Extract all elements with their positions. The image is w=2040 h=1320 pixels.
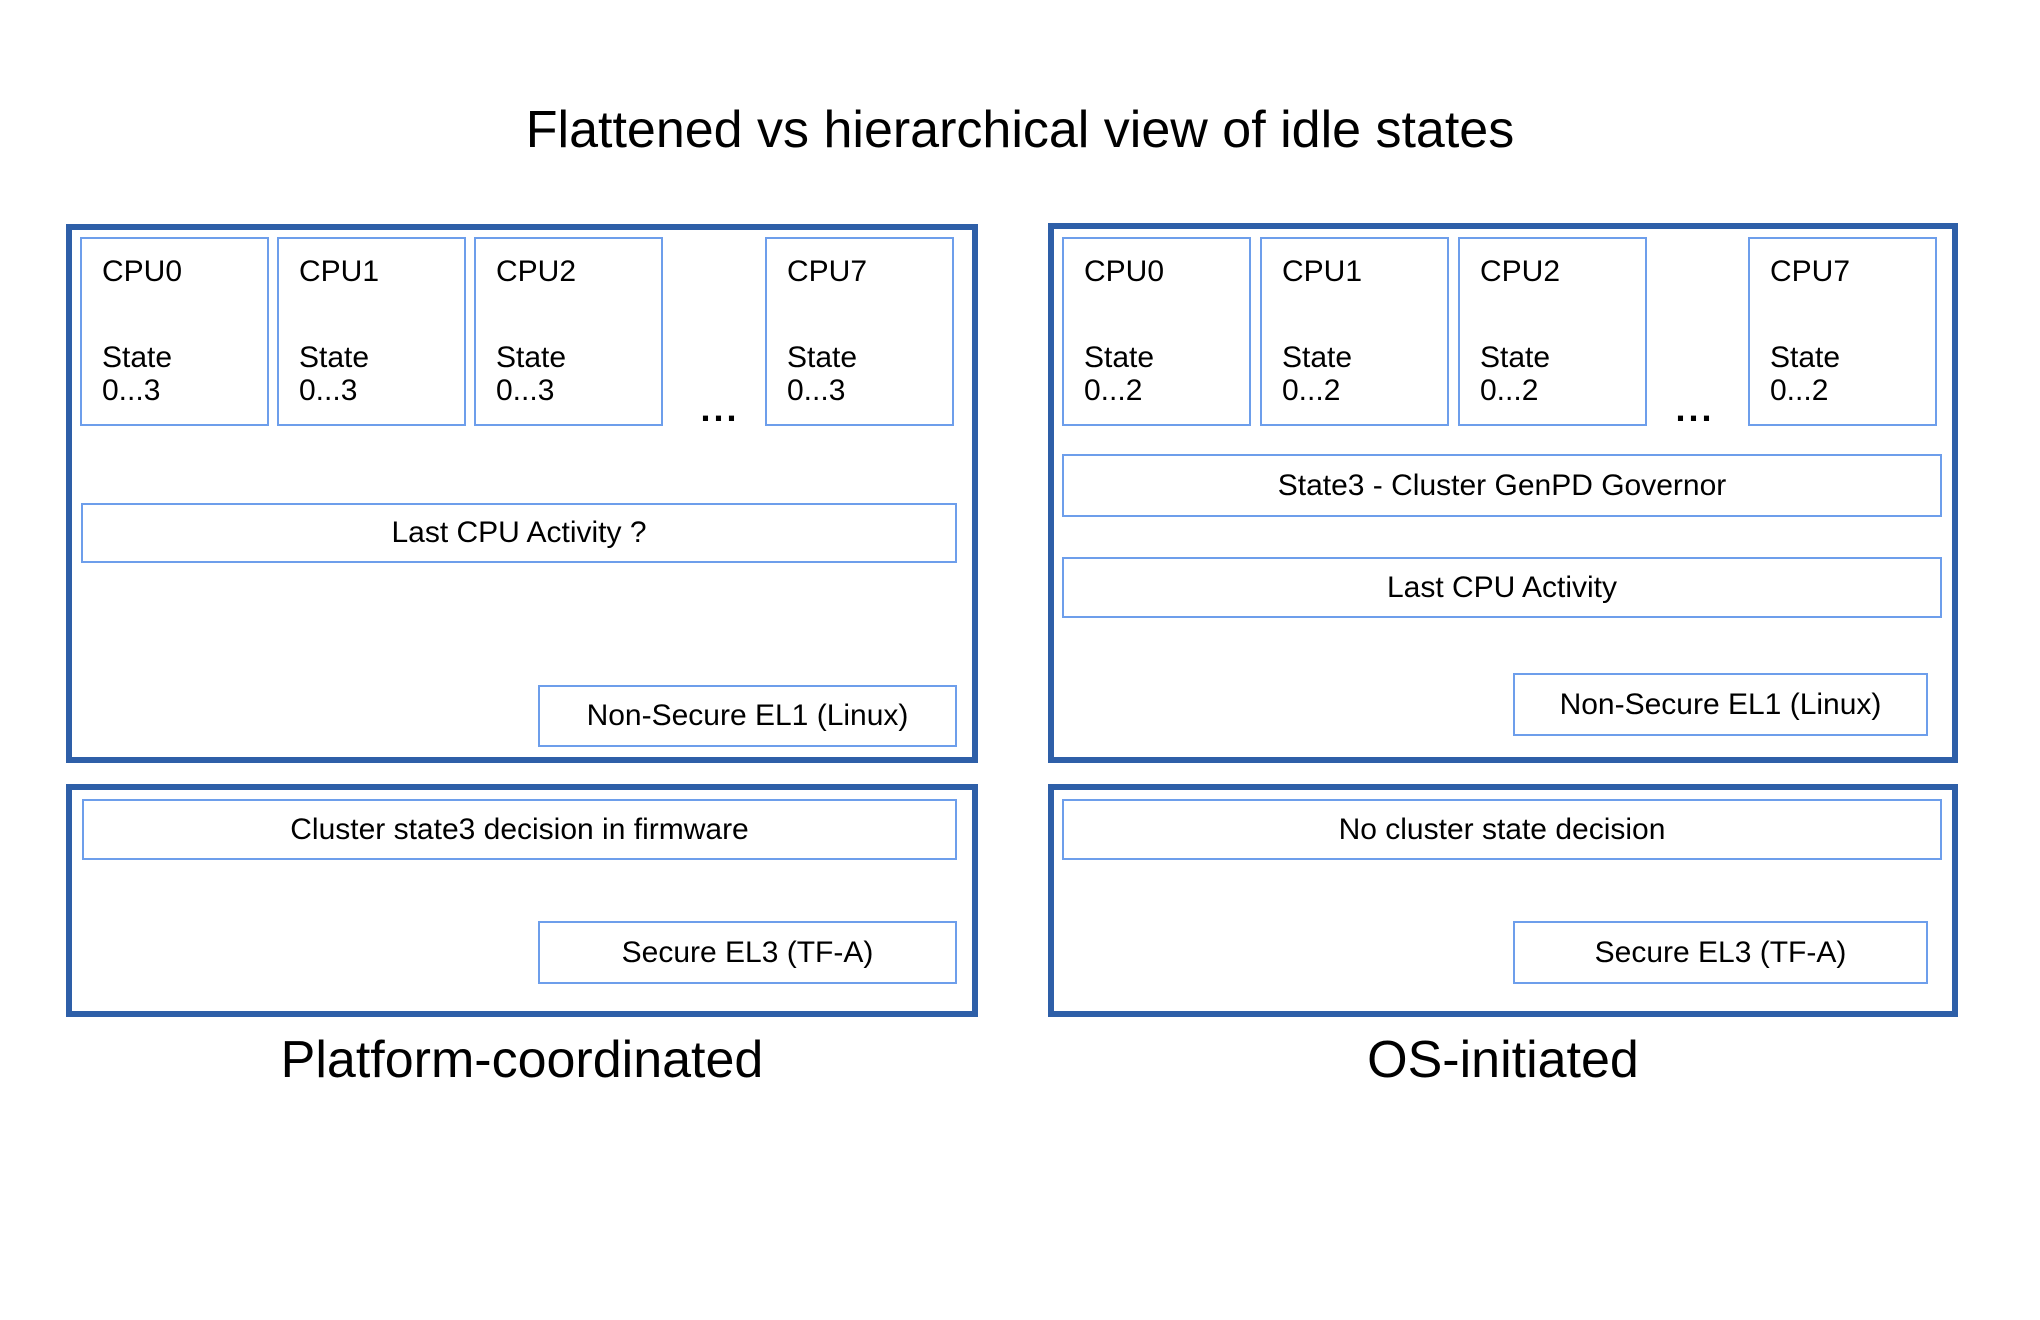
cpu-state-word: State <box>1282 340 1353 374</box>
cpu-name: CPU2 <box>496 255 577 288</box>
cpu-name: CPU0 <box>102 255 183 288</box>
os-last-cpu-activity-box: Last CPU Activity <box>1062 557 1942 618</box>
cpu-state-range: 0...3 <box>299 374 358 408</box>
cpu-state-word: State <box>496 340 567 374</box>
cpu-state-range: 0...2 <box>1084 374 1143 408</box>
platform-nonsecure-el1-box: Non-Secure EL1 (Linux) <box>538 685 957 747</box>
cpu-state-word: State <box>1084 340 1155 374</box>
platform-cluster-decision-box: Cluster state3 decision in firmware <box>82 799 957 860</box>
platform-cpu-ellipsis: ... <box>700 388 740 429</box>
cpu-name: CPU1 <box>1282 255 1363 288</box>
cpu-name: CPU7 <box>787 255 868 288</box>
cpu-state-range: 0...3 <box>787 374 846 408</box>
cpu-name: CPU7 <box>1770 255 1851 288</box>
os-no-cluster-decision-box: No cluster state decision <box>1062 799 1942 860</box>
cpu-state-range: 0...3 <box>496 374 555 408</box>
cpu-name: CPU2 <box>1480 255 1561 288</box>
cpu-state-range: 0...2 <box>1480 374 1539 408</box>
cpu-state-range: 0...2 <box>1770 374 1829 408</box>
slide-title: Flattened vs hierarchical view of idle s… <box>525 101 1515 159</box>
cpu-name: CPU1 <box>299 255 380 288</box>
cpu-state-word: State <box>299 340 370 374</box>
os-nonsecure-el1-box: Non-Secure EL1 (Linux) <box>1513 673 1928 736</box>
cpu-state-word: State <box>102 340 173 374</box>
os-initiated-label: OS-initiated <box>1367 1031 1639 1089</box>
os-cpu-ellipsis: ... <box>1675 388 1715 429</box>
os-genpd-governor-box: State3 - Cluster GenPD Governor <box>1062 454 1942 517</box>
os-secure-el3-box: Secure EL3 (TF-A) <box>1513 921 1928 984</box>
cpu-state-word: State <box>787 340 858 374</box>
cpu-state-range: 0...3 <box>102 374 161 408</box>
platform-coordinated-label: Platform-coordinated <box>280 1031 764 1089</box>
platform-secure-el3-box: Secure EL3 (TF-A) <box>538 921 957 984</box>
platform-last-cpu-activity-box: Last CPU Activity ? <box>81 503 957 563</box>
cpu-state-word: State <box>1480 340 1551 374</box>
cpu-state-word: State <box>1770 340 1841 374</box>
cpu-name: CPU0 <box>1084 255 1165 288</box>
cpu-state-range: 0...2 <box>1282 374 1341 408</box>
